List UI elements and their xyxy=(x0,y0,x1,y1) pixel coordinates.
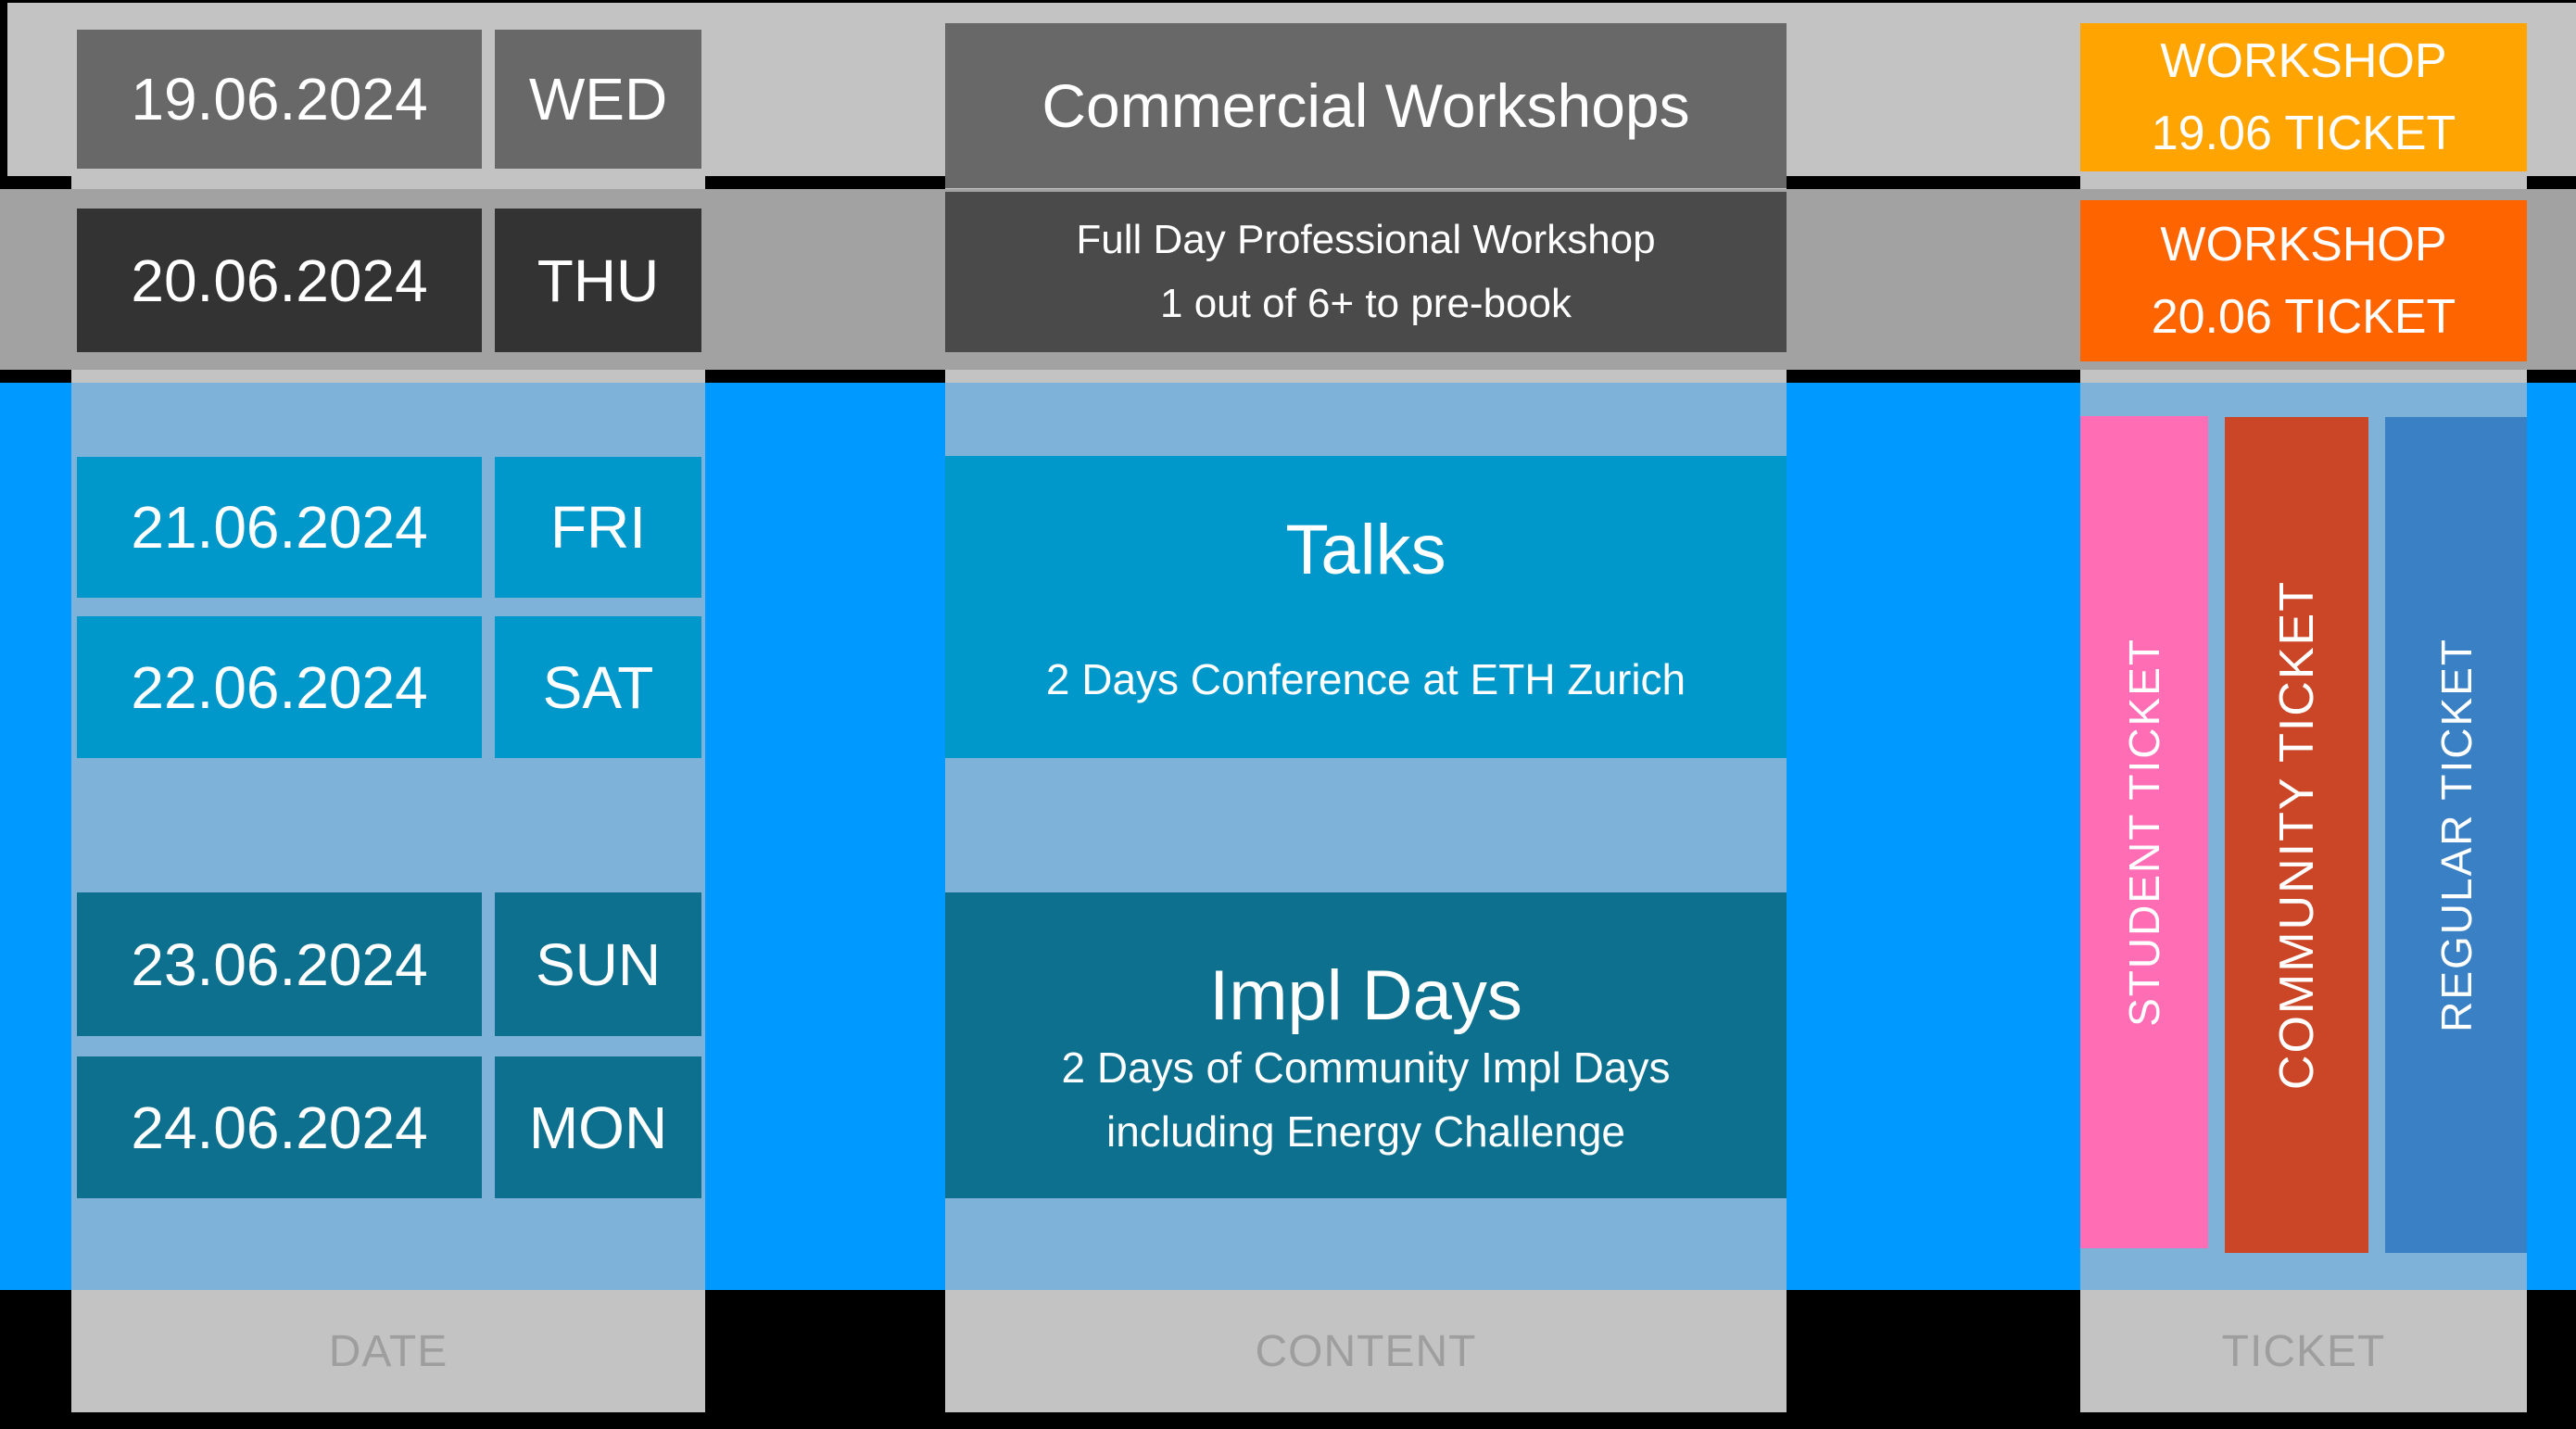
content-column-connector-bottom xyxy=(945,370,1787,383)
date-cell-22-06: 22.06.2024 xyxy=(77,616,482,758)
weekday-cell-thu: THU xyxy=(495,209,701,352)
impl-days-title: Impl Days xyxy=(1209,956,1522,1035)
date-footer: DATE xyxy=(71,1290,705,1412)
date-cell-20-06: 20.06.2024 xyxy=(77,209,482,352)
date-column-connector-bottom xyxy=(71,370,705,383)
community-ticket-bar: COMMUNITY TICKET xyxy=(2225,417,2368,1253)
weekday-cell-mon: MON xyxy=(495,1056,701,1198)
workshop-ticket-20-06: WORKSHOP 20.06 TICKET xyxy=(2080,200,2527,361)
talks-subtitle: 2 Days Conference at ETH Zurich xyxy=(1045,655,1686,703)
community-ticket-label: COMMUNITY TICKET xyxy=(2269,579,2324,1091)
impl-days-box: Impl Days 2 Days of Community Impl Days … xyxy=(945,892,1787,1198)
workshop-ticket-19-06-line1: WORKSHOP xyxy=(2160,34,2447,88)
ticket-column-connector-top xyxy=(2080,176,2527,189)
date-cell-24-06: 24.06.2024 xyxy=(77,1056,482,1198)
workshop-details-box: Full Day Professional Workshop 1 out of … xyxy=(945,192,1787,352)
weekday-cell-wed: WED xyxy=(495,30,701,169)
ticket-column-connector-bottom xyxy=(2080,370,2527,383)
workshop-details-line1: Full Day Professional Workshop xyxy=(1076,217,1656,263)
impl-days-subtitle-line1: 2 Days of Community Impl Days xyxy=(1061,1043,1671,1092)
date-cell-23-06: 23.06.2024 xyxy=(77,892,482,1036)
workshop-ticket-20-06-line2: 20.06 TICKET xyxy=(2151,290,2456,344)
workshop-details-line2: 1 out of 6+ to pre-book xyxy=(1160,280,1572,326)
student-ticket-label: STUDENT TICKET xyxy=(2120,638,2168,1027)
ticket-footer: TICKET xyxy=(2080,1290,2527,1412)
impl-days-subtitle-line2: including Energy Challenge xyxy=(1105,1107,1626,1156)
workshop-ticket-20-06-line1: WORKSHOP xyxy=(2160,218,2447,272)
date-cell-19-06: 19.06.2024 xyxy=(77,30,482,169)
date-cell-21-06: 21.06.2024 xyxy=(77,457,482,598)
weekday-cell-sun: SUN xyxy=(495,892,701,1036)
regular-ticket-label: REGULAR TICKET xyxy=(2431,638,2481,1032)
content-footer: CONTENT xyxy=(945,1290,1787,1412)
workshop-ticket-19-06: WORKSHOP 19.06 TICKET xyxy=(2080,23,2527,171)
talks-title: Talks xyxy=(1285,511,1446,589)
regular-ticket-bar: REGULAR TICKET xyxy=(2385,417,2527,1253)
student-ticket-bar: STUDENT TICKET xyxy=(2080,416,2208,1248)
weekday-cell-sat: SAT xyxy=(495,616,701,758)
impl-days-subtitle: 2 Days of Community Impl Days including … xyxy=(1062,1036,1671,1164)
workshop-ticket-19-06-line2: 19.06 TICKET xyxy=(2151,107,2456,160)
commercial-workshops-box: Commercial Workshops xyxy=(945,23,1787,188)
date-column-connector-top xyxy=(71,176,705,189)
weekday-cell-fri: FRI xyxy=(495,457,701,598)
talks-box: Talks 2 Days Conference at ETH Zurich xyxy=(945,456,1787,758)
